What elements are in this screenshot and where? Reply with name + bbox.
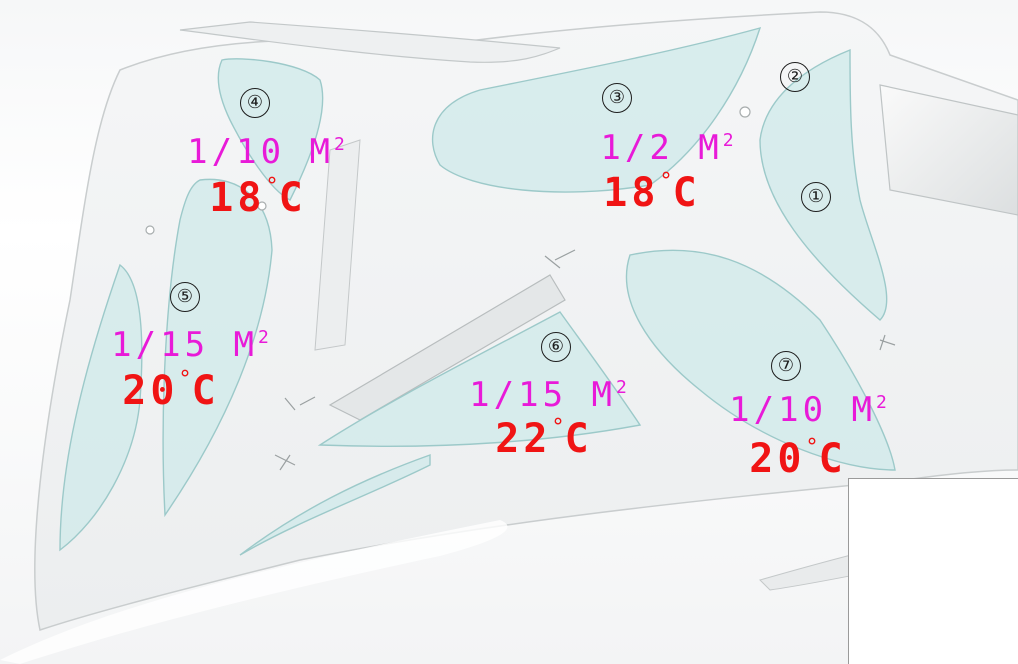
zone-6-temperature: 22°C <box>495 415 593 462</box>
zone-5-number: ⑤ <box>170 282 200 312</box>
zone-2-number: ② <box>780 62 810 92</box>
zone-3-area: 1/2 M2 <box>600 128 734 168</box>
inner-bar <box>314 139 361 351</box>
lower-left-highlight <box>0 520 508 664</box>
zone-6-number: ⑥ <box>541 332 571 362</box>
chamber-5a <box>59 263 143 552</box>
zone-4-temperature: 18°C <box>209 174 307 221</box>
chamber-6b <box>239 454 431 556</box>
chamber-5b <box>162 178 273 518</box>
chamber-3 <box>431 26 762 193</box>
zone-3-temperature: 18°C <box>603 169 701 216</box>
zone-3-number: ③ <box>602 83 632 113</box>
chamber-7 <box>625 249 896 471</box>
right-tube <box>879 84 1018 216</box>
zone-5-area: 1/15 M2 <box>111 325 269 365</box>
zone-1-number: ① <box>801 182 831 212</box>
upper-left-wing <box>179 21 561 63</box>
zone-4-area: 1/10 M2 <box>187 132 345 172</box>
node-mark <box>544 249 576 269</box>
zone-6-area: 1/15 M2 <box>469 375 627 415</box>
node-mark <box>879 334 896 351</box>
node-mark <box>284 396 316 411</box>
joint <box>257 201 267 211</box>
zone-7-number: ⑦ <box>771 351 801 381</box>
node-mark <box>274 454 296 471</box>
zone-5-temperature: 20°C <box>122 367 220 414</box>
joint <box>739 106 751 118</box>
zone-4-number: ④ <box>240 88 270 118</box>
joint <box>145 225 155 235</box>
blank-callout-box <box>848 478 1018 664</box>
zone-7-temperature: 20°C <box>749 435 847 482</box>
zone-7-area: 1/10 M2 <box>729 390 887 430</box>
